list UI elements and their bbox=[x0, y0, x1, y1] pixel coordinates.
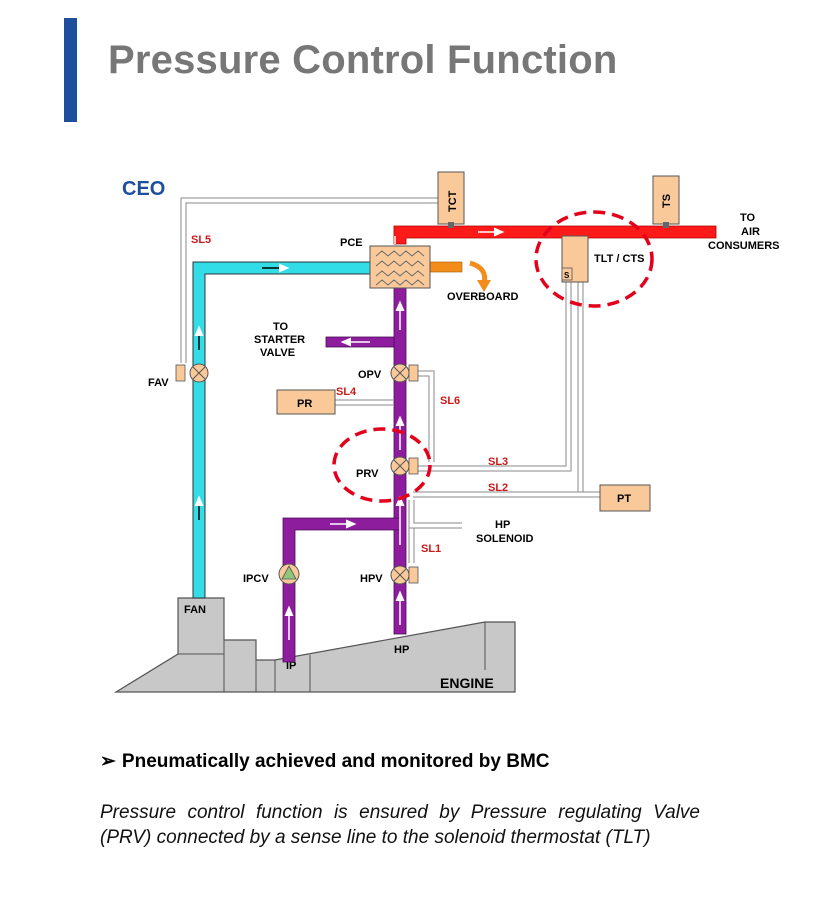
pt-label: PT bbox=[617, 493, 631, 505]
fav-label: FAV bbox=[148, 377, 169, 389]
to-starter-label-2: STARTER bbox=[254, 334, 305, 346]
hp-solenoid-label-2: SOLENOID bbox=[476, 533, 534, 545]
engine-body bbox=[113, 597, 516, 693]
tlt-cts-unit bbox=[561, 235, 589, 283]
pce-label: PCE bbox=[340, 237, 363, 249]
fan-label: FAN bbox=[184, 604, 206, 616]
prv-label: PRV bbox=[356, 468, 379, 480]
to-air-label-1: TO bbox=[740, 212, 756, 224]
prv-valve bbox=[390, 456, 419, 476]
title-accent-bar bbox=[64, 18, 77, 122]
hp-solenoid-label-1: HP bbox=[495, 519, 510, 531]
s-label: S bbox=[564, 271, 570, 280]
sl1-label: SL1 bbox=[421, 543, 441, 555]
prv-highlight-circle bbox=[332, 427, 432, 503]
tct-label: TCT bbox=[447, 190, 459, 212]
fav-valve bbox=[175, 363, 209, 383]
overboard-duct bbox=[429, 261, 463, 273]
ceo-label: CEO bbox=[122, 178, 165, 200]
ipcv-label: IPCV bbox=[243, 573, 269, 585]
to-air-label-3: CONSUMERS bbox=[708, 240, 780, 252]
page-title: Pressure Control Function bbox=[108, 38, 618, 82]
pt-box bbox=[599, 484, 651, 512]
overboard-label: OVERBOARD bbox=[447, 291, 519, 303]
ts-label: TS bbox=[661, 194, 673, 208]
sl2-label: SL2 bbox=[488, 482, 508, 494]
fan-air-duct bbox=[192, 261, 371, 599]
bullet-text: Pneumatically achieved and monitored by … bbox=[121, 751, 550, 772]
description-text: Pressure control function is ensured by … bbox=[100, 802, 700, 848]
ip-label: IP bbox=[286, 660, 296, 672]
ts-sensor bbox=[652, 175, 680, 228]
bullet-arrow-icon: ➢ bbox=[100, 751, 116, 772]
bullet-point: ➢Pneumatically achieved and monitored by… bbox=[100, 750, 550, 773]
to-starter-label-3: VALVE bbox=[260, 347, 295, 359]
sl5-label: SL5 bbox=[191, 234, 211, 246]
bleed-air-diagram: CEO FAN IP HP ENGINE bbox=[113, 171, 780, 693]
sl4-label: SL4 bbox=[336, 386, 357, 398]
tlt-cts-label: TLT / CTS bbox=[594, 253, 645, 265]
opv-label: OPV bbox=[358, 369, 382, 381]
sl3-label: SL3 bbox=[488, 456, 508, 468]
sense-lines bbox=[180, 197, 600, 563]
opv-valve bbox=[390, 363, 419, 383]
to-starter-label-1: TO bbox=[273, 321, 289, 333]
to-air-label-2: AIR bbox=[741, 226, 760, 238]
tlt-highlight-circle bbox=[534, 210, 654, 308]
sl6-label: SL6 bbox=[440, 395, 460, 407]
pr-box bbox=[276, 389, 336, 415]
ipcv-check-valve bbox=[278, 563, 300, 585]
hpv-valve bbox=[390, 565, 419, 585]
pce-heat-exchanger bbox=[369, 245, 431, 289]
engine-label: ENGINE bbox=[440, 675, 494, 691]
pr-label: PR bbox=[297, 398, 312, 410]
tct-sensor bbox=[437, 171, 465, 228]
hp-label: HP bbox=[394, 644, 409, 656]
hot-air-duct bbox=[393, 225, 717, 245]
hpv-label: HPV bbox=[360, 573, 383, 585]
